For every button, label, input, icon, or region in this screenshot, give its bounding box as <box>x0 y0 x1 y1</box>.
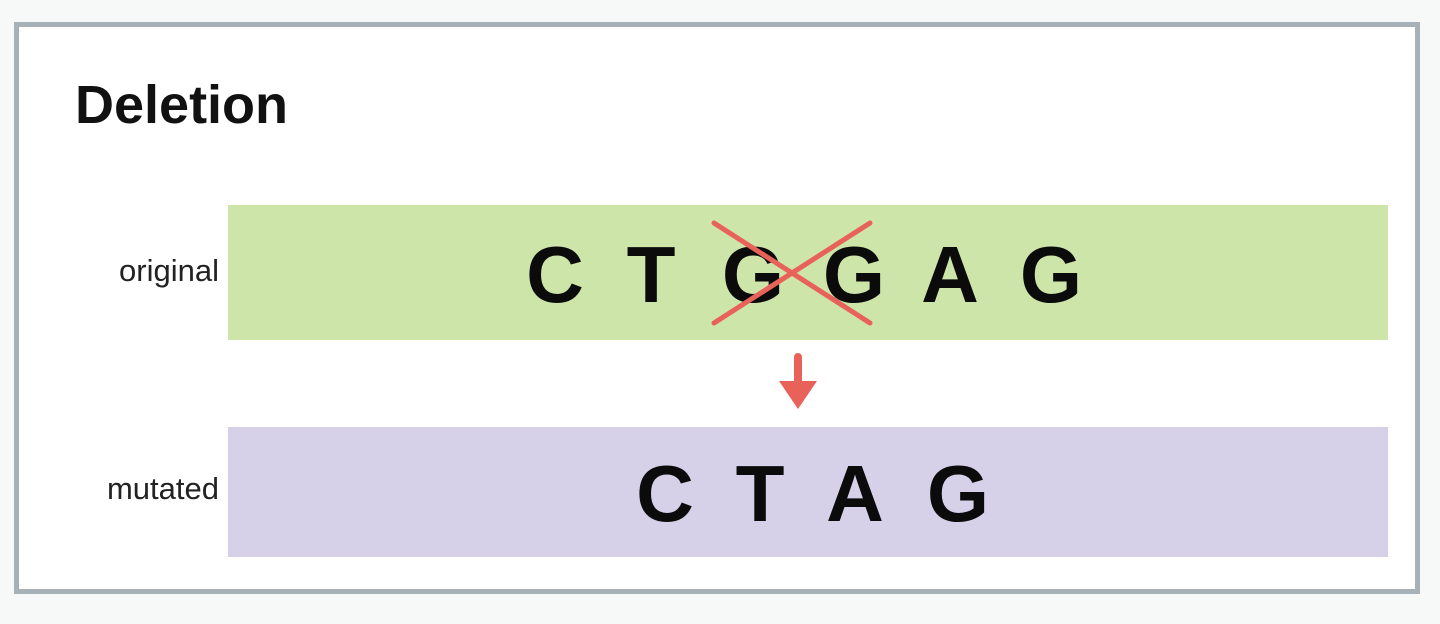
original-base-5: A <box>921 230 979 319</box>
diagram-title: Deletion <box>75 75 289 135</box>
down-arrow-icon <box>779 353 817 409</box>
mutated-row-label: mutated <box>106 471 219 506</box>
original-base-4-deleted: G <box>822 230 886 319</box>
original-base-2: T <box>626 230 676 319</box>
diagram-frame: Deletion original C T G G A G mutated C … <box>14 22 1420 594</box>
mutated-base-1: C <box>636 449 694 538</box>
original-base-3-deleted: G <box>721 230 785 319</box>
mutated-base-4: G <box>926 449 990 538</box>
mutated-sequence: C T A G <box>228 427 1388 557</box>
mutated-base-2: T <box>735 449 785 538</box>
mutated-base-3: A <box>826 449 884 538</box>
original-sequence-band: C T G G A G <box>228 205 1388 340</box>
original-base-6: G <box>1019 230 1083 319</box>
mutated-sequence-band: C T A G <box>228 427 1388 557</box>
original-sequence: C T G G A G <box>228 205 1388 340</box>
original-row-label: original <box>119 253 219 288</box>
original-base-1: C <box>526 230 584 319</box>
